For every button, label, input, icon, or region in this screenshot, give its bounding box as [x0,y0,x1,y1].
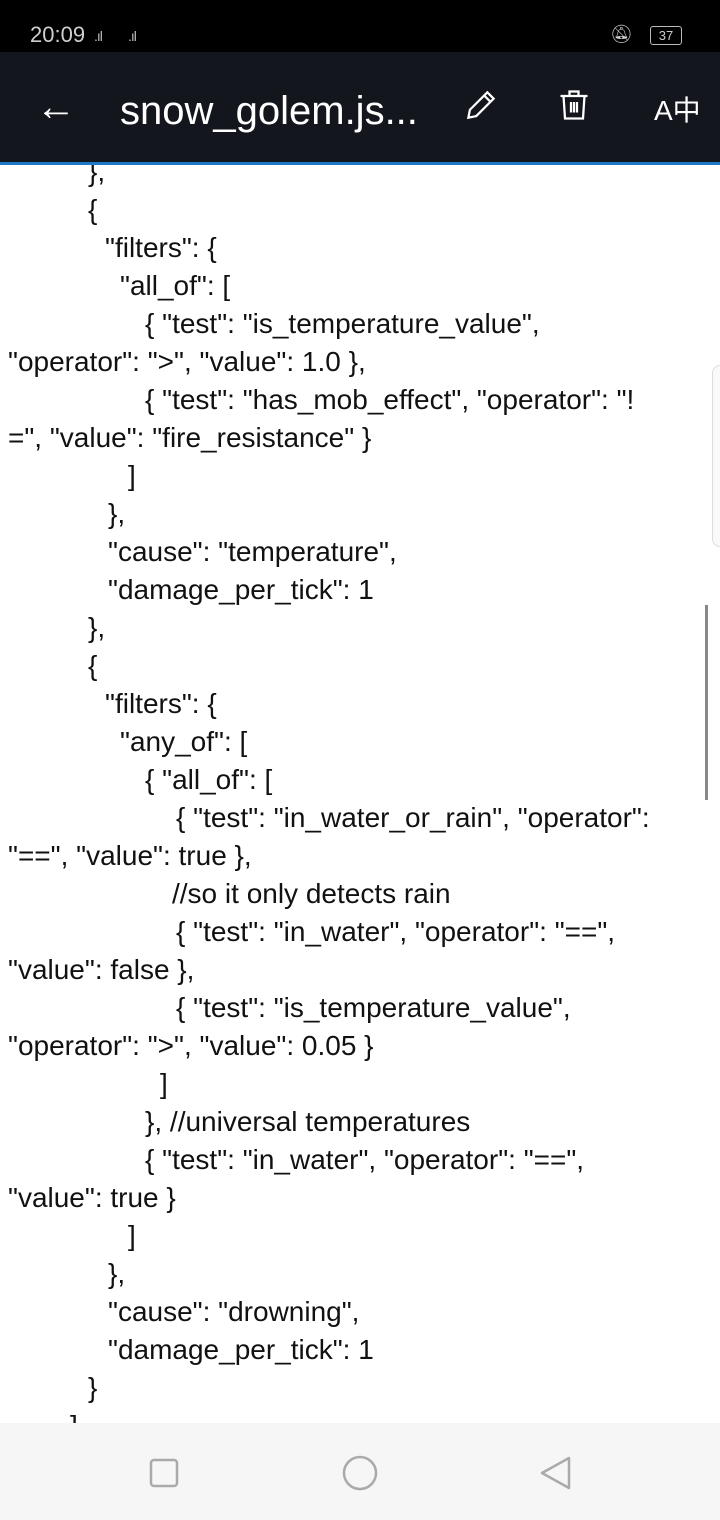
edge-panel-handle[interactable] [712,365,720,547]
code-line: { "test": "has_mob_effect", "operator": … [145,384,635,415]
arrow-left-icon[interactable]: ← [36,85,76,129]
back-nav-icon[interactable] [536,1453,576,1493]
scrollbar[interactable] [705,605,708,800]
vibrate-icon: 🔕︎ [610,24,633,44]
signal-icon: .ıl [128,28,137,44]
code-line: }, [108,1258,126,1289]
navigation-bar [0,1423,720,1520]
code-line: }, [88,165,106,187]
code-line: "operator": ">", "value": 1.0 }, [8,346,366,377]
app-toolbar: ← snow_golem.js... A中 [0,52,720,162]
code-line: "==", "value": true }, [8,840,252,871]
clock: 20:09 [30,22,86,47]
recents-icon[interactable] [144,1453,184,1493]
code-line: { "test": "is_temperature_value", [145,308,540,339]
code-line: "damage_per_tick": 1 [108,574,374,605]
home-icon[interactable] [340,1453,380,1493]
code-line: ] [70,1407,78,1423]
code-line: ] [128,1220,136,1251]
code-line: =", "value": "fire_resistance" } [8,422,372,453]
pencil-icon[interactable] [462,86,500,138]
translate-icon[interactable]: A中 [654,95,701,126]
signal-icon: .ıl [94,28,103,44]
code-line: { "all_of": [ [145,764,273,795]
code-line: { "test": "in_water", "operator": "==", [145,1144,585,1175]
code-line: { "test": "in_water", "operator": "==", [176,916,616,947]
code-line: "filters": { [105,688,217,719]
file-title: snow_golem.js... [120,89,418,133]
code-line: { [88,650,98,681]
code-line: //so it only detects rain [172,878,451,909]
code-line: "value": false }, [8,954,195,985]
code-line: "all_of": [ [120,270,231,301]
code-line: "operator": ">", "value": 0.05 } [8,1030,374,1061]
code-line: ] [128,460,136,491]
code-line: ] [160,1068,168,1099]
code-line: "damage_per_tick": 1 [108,1334,374,1365]
trash-icon[interactable] [556,86,592,138]
code-line: }, //universal temperatures [145,1106,471,1137]
code-line: }, [88,612,106,643]
code-line: "cause": "drowning", [108,1296,360,1327]
header-divider [0,162,720,165]
code-line: "value": true } [8,1182,176,1213]
code-line: "any_of": [ [120,726,248,757]
code-line: { [88,194,98,225]
code-line: { "test": "is_temperature_value", [176,992,571,1023]
code-line: { "test": "in_water_or_rain", "operator"… [176,802,650,833]
code-view[interactable]: },{"filters": {"all_of": [{ "test": "is_… [0,165,720,1423]
code-line: } [88,1372,98,1403]
status-bar: 20:09 .ıl .ıl 🔕︎ 37 [0,0,720,52]
code-line: "filters": { [105,232,217,263]
code-line: "cause": "temperature", [108,536,397,567]
code-line: }, [108,498,126,529]
battery-icon: 37 [650,26,682,45]
